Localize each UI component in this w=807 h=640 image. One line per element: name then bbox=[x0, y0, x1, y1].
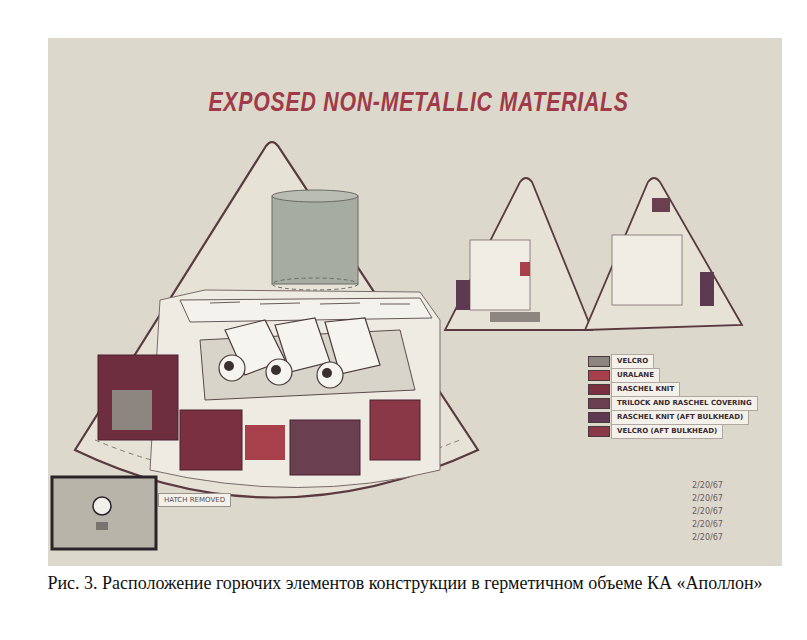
legend-swatch bbox=[588, 426, 610, 437]
astronaut-helmet bbox=[266, 359, 292, 385]
date-stamp: 2/20/67 bbox=[692, 494, 723, 503]
right-equipment-bay bbox=[370, 400, 420, 460]
bay-detail bbox=[612, 235, 682, 305]
tunnel-cylinder bbox=[272, 196, 358, 284]
date-stamp: 2/20/67 bbox=[692, 507, 723, 516]
bay-detail bbox=[490, 312, 540, 322]
bay-detail bbox=[470, 240, 530, 310]
legend-label: RASCHEL KNIT (AFT BULKHEAD) bbox=[611, 410, 749, 425]
hatch-panel bbox=[52, 477, 156, 549]
helmet-visor bbox=[224, 361, 234, 371]
cabin-interior bbox=[150, 290, 440, 488]
figure-caption: Рис. 3. Расположение горючих элементов к… bbox=[45, 571, 765, 595]
instrument-panel bbox=[180, 298, 432, 322]
legend-swatch bbox=[588, 384, 610, 395]
legend-swatch bbox=[588, 370, 610, 381]
bay-detail bbox=[700, 272, 714, 306]
left-equipment-bay bbox=[98, 355, 178, 440]
lower-bay bbox=[290, 420, 360, 475]
callout-text: HATCH REMOVED bbox=[164, 496, 225, 504]
helmet-visor bbox=[322, 368, 332, 378]
legend-swatch bbox=[588, 356, 610, 367]
tunnel-top bbox=[272, 190, 358, 202]
cone-section-right bbox=[585, 178, 742, 330]
legend-swatch bbox=[588, 398, 610, 409]
date-stamp: 2/20/67 bbox=[692, 520, 723, 529]
poster-title: EXPOSED NON-METALLIC MATERIALS bbox=[208, 86, 628, 118]
callout-box: HATCH REMOVED bbox=[158, 493, 231, 507]
legend-label: RASCHEL KNIT bbox=[611, 382, 680, 397]
legend-label: VELCRO (AFT BULKHEAD) bbox=[611, 424, 723, 439]
poster-ground bbox=[48, 38, 782, 566]
bay-detail bbox=[520, 262, 530, 276]
helmet-visor bbox=[271, 365, 281, 375]
bay-detail bbox=[456, 280, 470, 310]
legend-label: VELCRO bbox=[611, 354, 654, 369]
astronaut-helmet bbox=[219, 355, 245, 381]
uralane-pad bbox=[245, 425, 285, 460]
bay-detail bbox=[652, 198, 670, 212]
lower-bay bbox=[180, 410, 242, 470]
astronaut-helmet bbox=[317, 362, 343, 388]
command-module-outline bbox=[75, 142, 478, 498]
legend-label: URALANE bbox=[611, 368, 660, 383]
velcro-patch bbox=[112, 390, 152, 430]
legend-label: TRILOCK AND RASCHEL COVERING bbox=[611, 396, 758, 411]
date-stamp: 2/20/67 bbox=[692, 481, 723, 490]
tunnel-bottom bbox=[272, 278, 358, 290]
date-stamp: 2/20/67 bbox=[692, 533, 723, 542]
panel-details bbox=[210, 302, 410, 304]
legend-swatch bbox=[588, 412, 610, 423]
hatch-window bbox=[93, 497, 111, 515]
hatch-handle bbox=[96, 522, 108, 530]
cone-section-left bbox=[445, 178, 592, 330]
